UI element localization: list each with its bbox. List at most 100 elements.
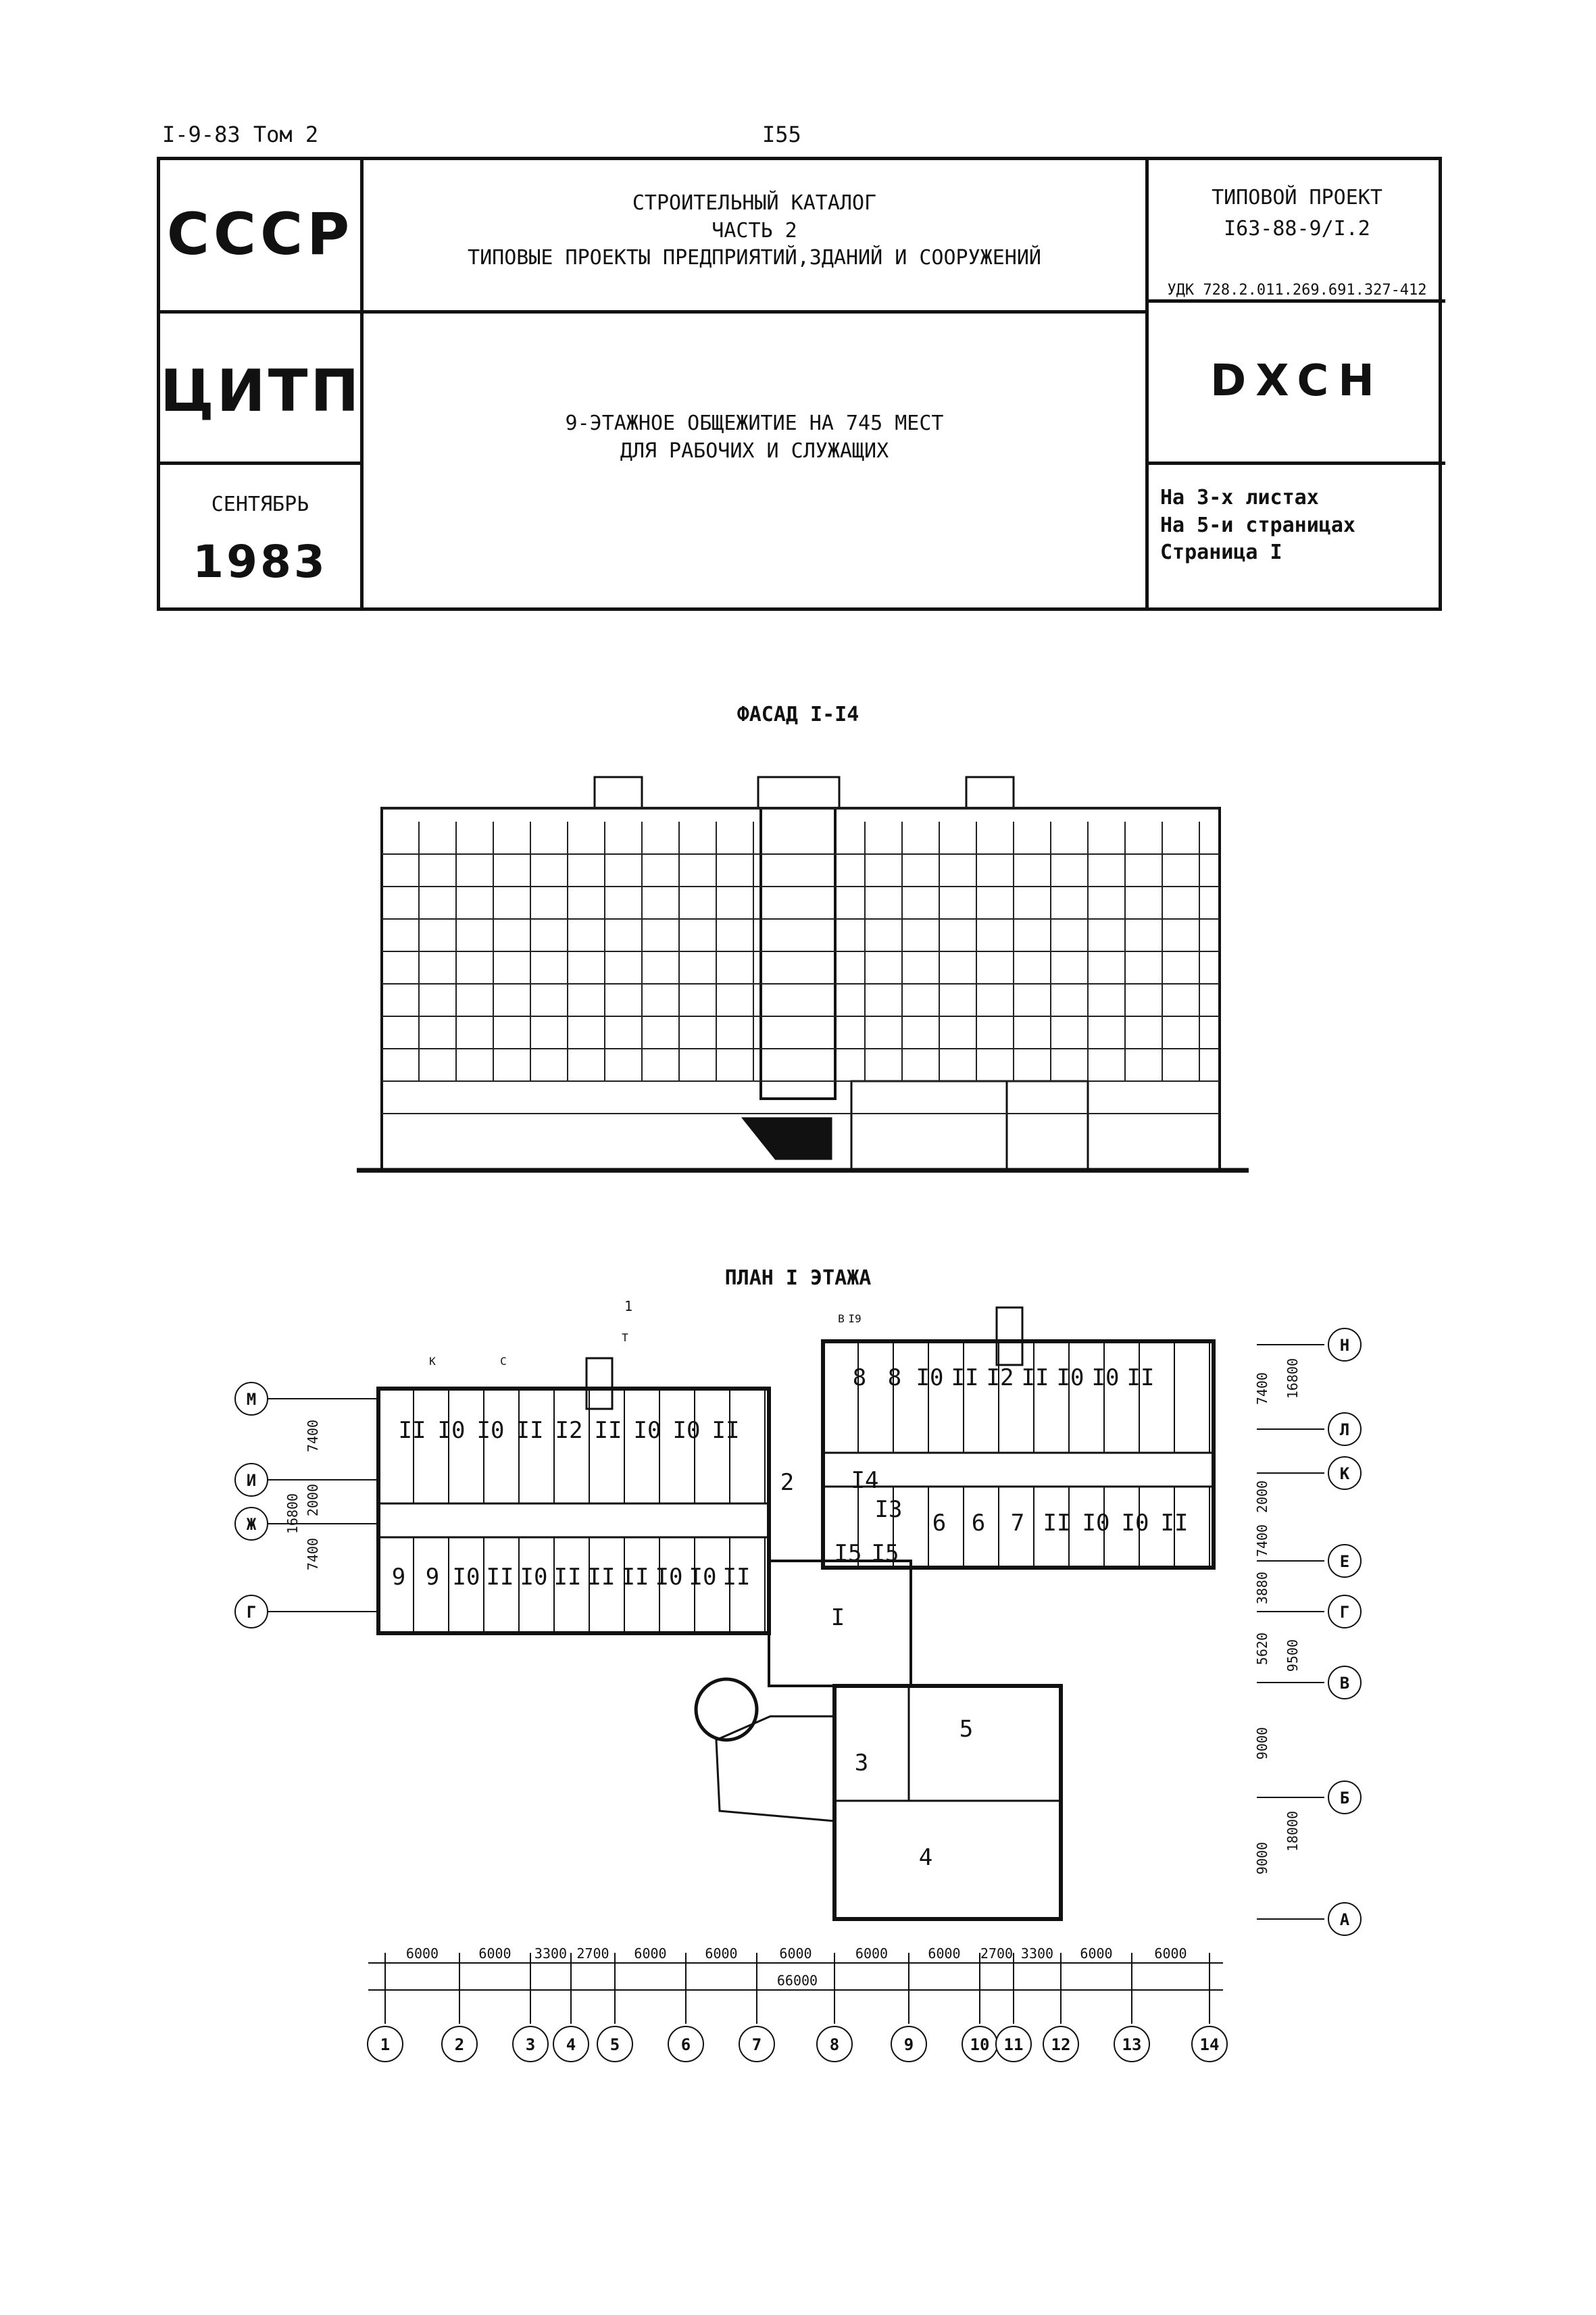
bottom-axis-label: 2 bbox=[455, 2035, 464, 2054]
bottom-axis-label: 8 bbox=[830, 2035, 839, 2054]
bottom-dimension: 6000 bbox=[1080, 1945, 1112, 1962]
central-room-label: 3 bbox=[855, 1749, 868, 1776]
lower-right-room-label: I0 bbox=[1122, 1510, 1149, 1537]
right-dimension: 5620 bbox=[1254, 1633, 1270, 1665]
plan-mark: Т bbox=[622, 1331, 628, 1344]
upper-left-room-label: I0 bbox=[673, 1417, 701, 1444]
bottom-axis-label: 11 bbox=[1004, 2035, 1024, 2054]
bottom-axis-bubble bbox=[512, 2026, 549, 2062]
right-dimension: 7400 bbox=[1254, 1372, 1270, 1405]
right-dimension: 9500 bbox=[1285, 1639, 1301, 1672]
upper-left-room-label: I0 bbox=[634, 1417, 662, 1444]
upper-right-room-label: II bbox=[1022, 1364, 1049, 1391]
bottom-axis-bubble bbox=[441, 2026, 478, 2062]
right-axis-label: Л bbox=[1340, 1420, 1349, 1439]
bottom-dimension: 6000 bbox=[1154, 1945, 1187, 1962]
building-line-2: ДЛЯ РАБОЧИХ И СЛУЖАЩИХ bbox=[620, 439, 889, 463]
right-dimension: 18000 bbox=[1285, 1811, 1301, 1851]
document-code: DXCH bbox=[1210, 356, 1384, 406]
bottom-axis-label: 10 bbox=[970, 2035, 990, 2054]
bottom-dimension: 3300 bbox=[1021, 1945, 1053, 1962]
upper-left-room-label: I0 bbox=[438, 1417, 466, 1444]
catalog-line-2: ЧАСТЬ 2 bbox=[712, 218, 797, 243]
bottom-axis-label: 7 bbox=[752, 2035, 762, 2054]
project-label: ТИПОВОЙ ПРОЕКТ bbox=[1212, 186, 1382, 209]
issue-year: 1983 bbox=[193, 536, 328, 588]
bottom-axis-bubble bbox=[367, 2026, 403, 2062]
left-axis-bubble bbox=[234, 1507, 268, 1541]
right-axis-bubble bbox=[1328, 1456, 1362, 1490]
right-dimension: 16800 bbox=[1285, 1358, 1301, 1399]
right-axis-bubble bbox=[1328, 1781, 1362, 1814]
bottom-axis-bubble bbox=[668, 2026, 704, 2062]
document-series: I-9-83 Том 2 bbox=[162, 122, 319, 147]
sheets-line-3: Страница I bbox=[1160, 541, 1282, 564]
sheets-line-2: На 5-и страницах bbox=[1160, 513, 1355, 537]
lower-left-room-label: II bbox=[487, 1564, 514, 1591]
bottom-dimension: 3300 bbox=[534, 1945, 567, 1962]
lower-left-room-label: 9 bbox=[426, 1564, 439, 1591]
lower-left-room-label: I0 bbox=[655, 1564, 683, 1591]
upper-left-room-label: II bbox=[399, 1417, 426, 1444]
upper-right-room-label: I0 bbox=[1092, 1364, 1120, 1391]
bottom-axis-bubble bbox=[739, 2026, 775, 2062]
lower-right-room-label: 6 bbox=[932, 1510, 946, 1537]
building-line-1: 9-ЭТАЖНОЕ ОБЩЕЖИТИЕ НА 745 МЕСТ bbox=[565, 412, 944, 435]
central-room-label: 4 bbox=[919, 1844, 932, 1871]
upper-left-room-label: I0 bbox=[477, 1417, 505, 1444]
lower-right-room-label: II bbox=[1161, 1510, 1189, 1537]
central-room-label: I5 bbox=[834, 1540, 862, 1567]
bottom-axis-bubble bbox=[553, 2026, 589, 2062]
bottom-axis-label: 1 bbox=[380, 2035, 390, 2054]
left-dimension: 16800 bbox=[284, 1493, 301, 1534]
plan-mark: К bbox=[429, 1355, 436, 1368]
upper-left-room-label: II bbox=[712, 1417, 740, 1444]
left-axis-bubble bbox=[234, 1463, 268, 1497]
upper-right-room-label: 8 bbox=[853, 1364, 866, 1391]
org-institute: ЦИТП bbox=[160, 357, 362, 425]
bottom-dimension: 6000 bbox=[478, 1945, 511, 1962]
upper-right-room-label: II bbox=[951, 1364, 979, 1391]
left-axis-bubble bbox=[234, 1595, 268, 1628]
bottom-dimension: 6000 bbox=[705, 1945, 737, 1962]
upper-left-room-label: II bbox=[595, 1417, 622, 1444]
bottom-axis-label: 6 bbox=[681, 2035, 691, 2054]
bottom-dimension: 6000 bbox=[779, 1945, 812, 1962]
plan-mark: I9 bbox=[848, 1312, 861, 1325]
lower-left-room-label: II bbox=[554, 1564, 582, 1591]
bottom-axis-bubble bbox=[1043, 2026, 1079, 2062]
central-room-label: 5 bbox=[959, 1716, 973, 1743]
facade-title: ФАСАД I-I4 bbox=[737, 703, 859, 726]
left-axis-label: М bbox=[247, 1390, 256, 1409]
catalog-title: СТРОИТЕЛЬНЫЙ КАТАЛОГ ЧАСТЬ 2 ТИПОВЫЕ ПРО… bbox=[364, 190, 1145, 272]
right-axis-bubble bbox=[1328, 1328, 1362, 1362]
bottom-axis-bubble bbox=[891, 2026, 927, 2062]
right-axis-label: Н bbox=[1340, 1336, 1349, 1355]
right-dimension: 2000 bbox=[1254, 1480, 1270, 1513]
plan-title: ПЛАН I ЭТАЖА bbox=[724, 1266, 872, 1290]
right-axis-label: К bbox=[1340, 1464, 1350, 1483]
total-dimension: 66000 bbox=[777, 1972, 818, 1989]
right-axis-label: Г bbox=[1340, 1603, 1349, 1622]
lower-right-room-label: 6 bbox=[972, 1510, 985, 1537]
central-room-label: I4 bbox=[851, 1467, 879, 1494]
udk-code: УДК 728.2.011.269.691.327-412 bbox=[1167, 282, 1427, 299]
sheets-info: На 3-х листах На 5-и страницах Страница … bbox=[1160, 484, 1444, 567]
bottom-dimension: 6000 bbox=[928, 1945, 960, 1962]
right-dimension: 3880 bbox=[1254, 1572, 1270, 1604]
lower-left-room-label: II bbox=[588, 1564, 616, 1591]
lower-right-room-label: I0 bbox=[1082, 1510, 1110, 1537]
bottom-axis-bubble bbox=[816, 2026, 853, 2062]
left-dimension: 7400 bbox=[305, 1538, 321, 1570]
right-dimension: 7400 bbox=[1254, 1524, 1270, 1557]
left-axis-label: И bbox=[247, 1471, 256, 1490]
right-axis-bubble bbox=[1328, 1595, 1362, 1628]
catalog-line-3: ТИПОВЫЕ ПРОЕКТЫ ПРЕДПРИЯТИЙ,ЗДАНИЙ И СОО… bbox=[468, 246, 1041, 270]
bottom-axis-bubble bbox=[1191, 2026, 1228, 2062]
right-axis-bubble bbox=[1328, 1544, 1362, 1578]
lower-left-room-label: 9 bbox=[392, 1564, 405, 1591]
sheets-line-1: На 3-х листах bbox=[1160, 486, 1319, 509]
left-dimension: 2000 bbox=[305, 1484, 321, 1516]
upper-left-room-label: I2 bbox=[555, 1417, 583, 1444]
